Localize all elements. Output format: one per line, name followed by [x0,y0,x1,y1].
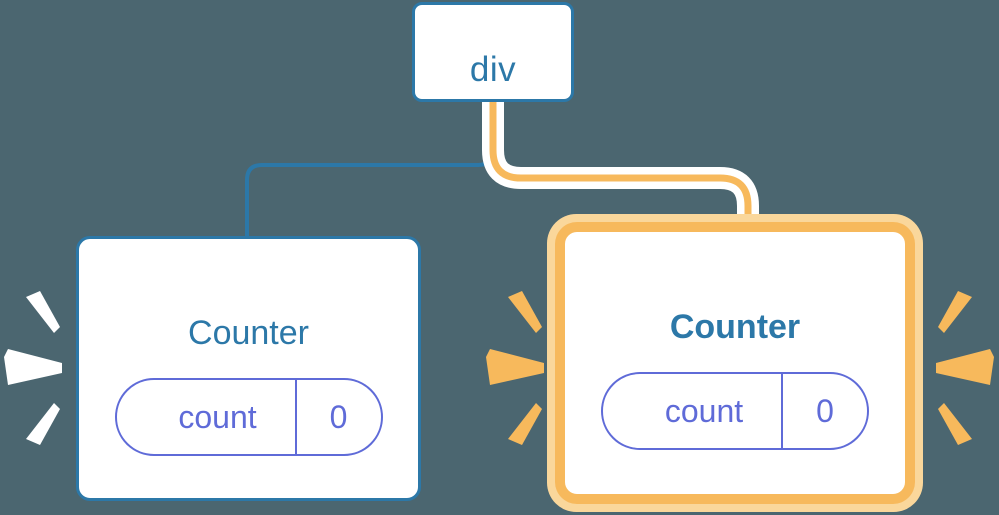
edge-div-to-counter-right-halo [482,102,759,246]
state-key-left: count [178,398,257,435]
state-pill-left[interactable]: count 0 [114,377,383,456]
burst-ray-lower [508,403,542,445]
state-pill-right[interactable]: count 0 [601,372,869,450]
burst-ray-group [4,291,62,445]
burst-middle [486,283,550,453]
burst-ray-middle [486,349,544,385]
edge-div-to-counter-left [245,102,495,236]
node-div-label: div [469,49,517,89]
burst-ray-middle [4,349,62,385]
node-counter-right[interactable]: Counter count 0 [565,232,905,494]
node-div[interactable]: div [412,2,574,102]
burst-ray-group [486,291,544,445]
burst-ray-group [936,291,994,445]
burst-ray-upper [26,291,60,333]
state-value-right: 0 [781,374,867,448]
node-counter-left-label: Counter [188,313,309,352]
edge-div-to-counter-right [489,102,752,246]
burst-right-outer [930,283,994,453]
state-key-right: count [664,393,744,429]
burst-ray-lower [26,403,60,445]
burst-ray-middle [936,349,994,385]
node-counter-left[interactable]: Counter count 0 [76,236,421,501]
burst-ray-upper [508,291,542,333]
burst-left-outer [4,283,68,453]
burst-ray-upper [938,291,972,333]
burst-ray-lower [938,403,972,445]
node-counter-right-label: Counter [669,308,801,346]
state-value-left: 0 [294,379,381,454]
